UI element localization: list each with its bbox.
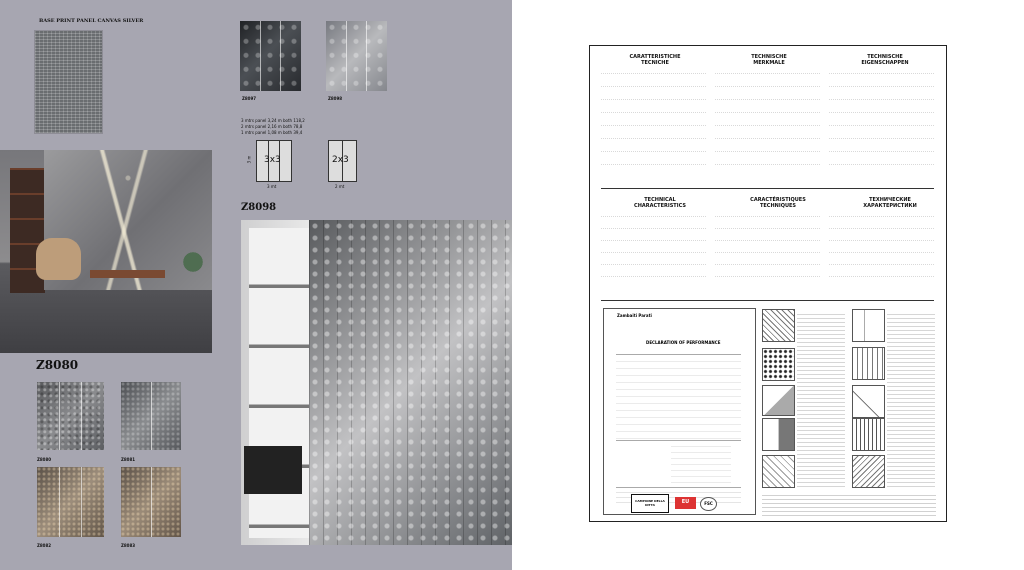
z8081-tile-label: Z8081 bbox=[121, 457, 136, 462]
z8098-heading: Z8098 bbox=[241, 202, 277, 213]
base-canvas-swatch bbox=[35, 31, 102, 133]
textured-wall bbox=[309, 220, 512, 545]
base-title: BASE PRINT PANEL CANVAS SILVER bbox=[39, 18, 144, 24]
spec-line-2: 2 mtrs panel 2,16 m both 78,8 bbox=[241, 124, 303, 129]
spec-table-middle bbox=[601, 212, 935, 297]
multilingual-warning-text bbox=[762, 492, 936, 518]
instruction-illustration-6 bbox=[852, 309, 885, 342]
eu-logo-text: EU bbox=[681, 499, 690, 505]
sample-stamp-text: CAMPIONE DELLA DITTA bbox=[635, 499, 665, 507]
z8097-label: Z8097 bbox=[242, 96, 257, 101]
z8083-tile-label: Z8083 bbox=[121, 543, 136, 548]
z8083-tile bbox=[121, 467, 181, 537]
instruction-illustration-2 bbox=[762, 348, 795, 381]
side-table-illustration bbox=[90, 270, 165, 278]
spec-table-top bbox=[601, 69, 935, 185]
z8098-label: Z8098 bbox=[328, 96, 343, 101]
installation-instructions-page: CARATTERISTICHE TECNICHE TECHNISCHE MERK… bbox=[512, 0, 1024, 570]
heading-german: TECHNISCHE MERKMALE bbox=[751, 54, 787, 66]
armchair-illustration bbox=[36, 238, 81, 280]
declaration-title: DECLARATION OF PERFORMANCE bbox=[646, 340, 721, 345]
instruction-sheet: CARATTERISTICHE TECNICHE TECHNISCHE MERK… bbox=[589, 45, 947, 522]
diagram-height-label: 3 m bbox=[246, 155, 252, 164]
z8080-tile-label: Z8080 bbox=[37, 457, 52, 462]
plant-illustration bbox=[183, 243, 203, 281]
fsc-logo: FSC bbox=[700, 497, 717, 511]
z8081-tile bbox=[121, 382, 181, 450]
instruction-illustration-4 bbox=[762, 418, 795, 451]
spec-line-3: 1 mtrs panel 1,08 m both 39,4 bbox=[241, 130, 303, 135]
instruction-illustration-8 bbox=[852, 385, 885, 418]
z8082-tile-label: Z8082 bbox=[37, 543, 52, 548]
z8080-tile bbox=[37, 382, 104, 450]
instruction-illustration-3 bbox=[762, 385, 795, 416]
z8098-room-scene bbox=[241, 220, 512, 545]
diagram-width-label-three: 3 mt bbox=[267, 184, 277, 189]
diagram-width-label-two: 2 mt bbox=[335, 184, 345, 189]
desk-illustration bbox=[244, 446, 302, 494]
instruction-illustration-7 bbox=[852, 347, 885, 380]
performance-declaration: Zambaiti Parati DECLARATION OF PERFORMAN… bbox=[603, 308, 756, 515]
three-by-three-diagram: 3x3 bbox=[256, 140, 292, 182]
spec-line-1: 3 mtrs panel 3,24 m both 118,2 bbox=[241, 118, 305, 123]
three-by-three-label: 3x3 bbox=[264, 155, 281, 165]
heading-russian: ТЕХНИЧЕСКИЕ ХАРАКТЕРИСТИКИ bbox=[863, 197, 917, 209]
heading-english: TECHNICAL CHARACTERISTICS bbox=[634, 197, 686, 209]
heading-dutch: TECHNISCHE EIGENSCHAPPEN bbox=[861, 54, 909, 66]
two-by-three-diagram: 2x3 bbox=[328, 140, 357, 182]
catalog-page: BASE PRINT PANEL CANVAS SILVER Z8097 Z80… bbox=[0, 0, 512, 570]
z8097-swatch bbox=[240, 21, 301, 91]
heading-italian: CARATTERISTICHE TECNICHE bbox=[629, 54, 681, 66]
fsc-logo-text: FSC bbox=[704, 501, 713, 506]
z8080-heading: Z8080 bbox=[36, 358, 79, 372]
sample-stamp: CAMPIONE DELLA DITTA bbox=[631, 494, 669, 513]
z8082-tile bbox=[37, 467, 104, 537]
room-scene-z8080 bbox=[0, 150, 212, 353]
brand-name: Zambaiti Parati bbox=[617, 313, 652, 318]
z8098-swatch bbox=[326, 21, 387, 91]
heading-french: CARACTÉRISTIQUES TECHNIQUES bbox=[750, 197, 806, 209]
instruction-illustration-5 bbox=[762, 455, 795, 488]
eu-logo: EU bbox=[675, 497, 696, 509]
two-by-three-label: 2x3 bbox=[332, 155, 349, 165]
instruction-illustration-9 bbox=[852, 418, 885, 451]
instruction-illustration-1 bbox=[762, 309, 795, 342]
instruction-illustration-10 bbox=[852, 455, 885, 488]
